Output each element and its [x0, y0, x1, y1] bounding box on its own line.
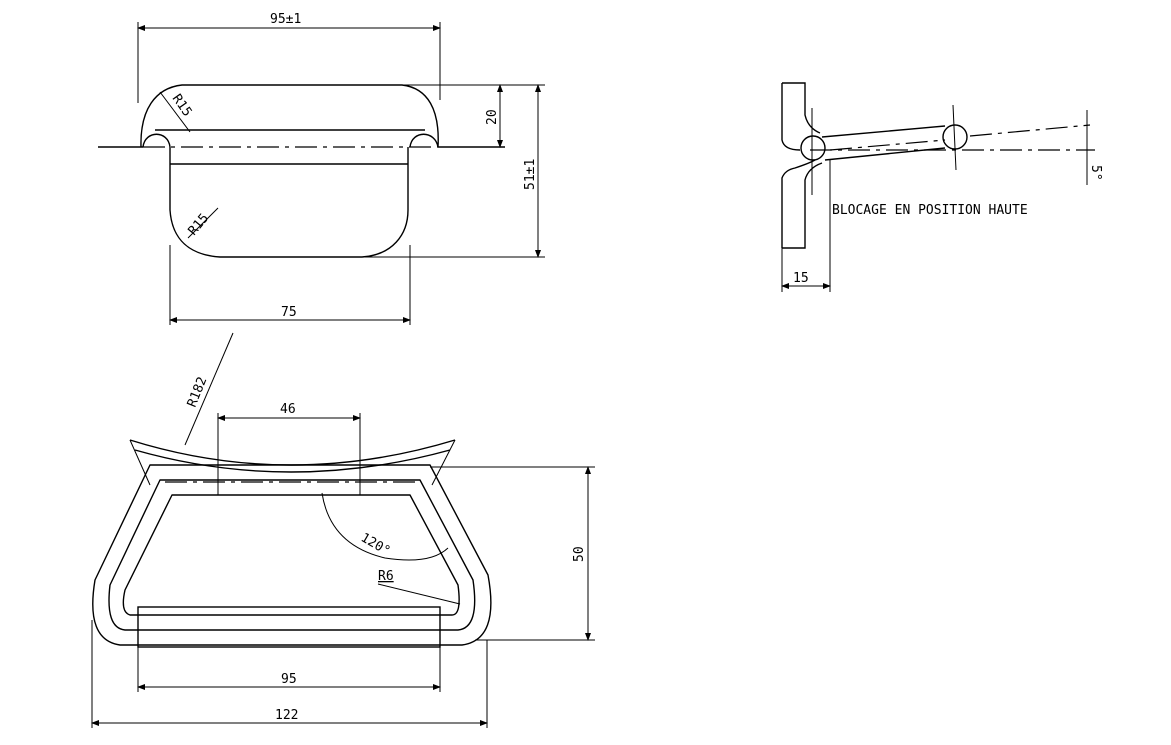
seat-curve-bottom	[134, 449, 451, 473]
arm-centerline	[829, 139, 946, 151]
dimension-95-bar-label: 95	[281, 672, 297, 687]
tube-inner	[122, 494, 460, 616]
radius-leader	[187, 207, 219, 239]
note-label: BLOCAGE EN POSITION HAUTE	[832, 203, 1028, 218]
dimension-15-label: 15	[793, 271, 809, 286]
tilt-line	[969, 124, 1091, 137]
handle-inner-body	[169, 147, 409, 258]
top-view: 95±1 R15 R15 20 51±1 75	[98, 12, 545, 325]
angle-arc	[321, 492, 449, 561]
dimension-95-label: 95±1	[270, 12, 301, 27]
radius-leader	[377, 583, 461, 605]
pivot-bumps	[142, 133, 439, 148]
side-view: 5° BLOCAGE EN POSITION HAUTE 15	[781, 82, 1103, 292]
tilt-angle-label: 5°	[1088, 165, 1103, 181]
grip-bar	[137, 606, 441, 648]
radius-upper-label: R15	[169, 92, 195, 120]
radius-leader	[159, 91, 191, 133]
centerline-vertical	[952, 104, 957, 171]
radius-leader	[184, 332, 234, 446]
tube-outer	[92, 464, 492, 646]
handle-outer-profile	[140, 84, 439, 148]
mount-plate-lower	[781, 159, 823, 249]
dimension-20-label: 20	[485, 109, 500, 125]
seat-edges	[129, 439, 456, 486]
dimension-50-label: 50	[572, 546, 587, 562]
dimension-75-label: 75	[281, 305, 297, 320]
arm-line	[821, 125, 946, 138]
mount-plate-upper	[781, 82, 821, 151]
tube-middle	[108, 479, 476, 631]
bottom-view: R182 46 120° R6 50 95 122	[91, 332, 595, 728]
seat-radius-label: R182	[185, 375, 211, 410]
dimension-46-label: 46	[280, 402, 296, 417]
bend-radius-label: R6	[378, 569, 394, 584]
dimension-51-label: 51±1	[523, 159, 538, 190]
pivot-circle	[800, 135, 826, 161]
dimension-122-label: 122	[275, 708, 298, 723]
radius-lower-label: R15	[186, 211, 213, 239]
